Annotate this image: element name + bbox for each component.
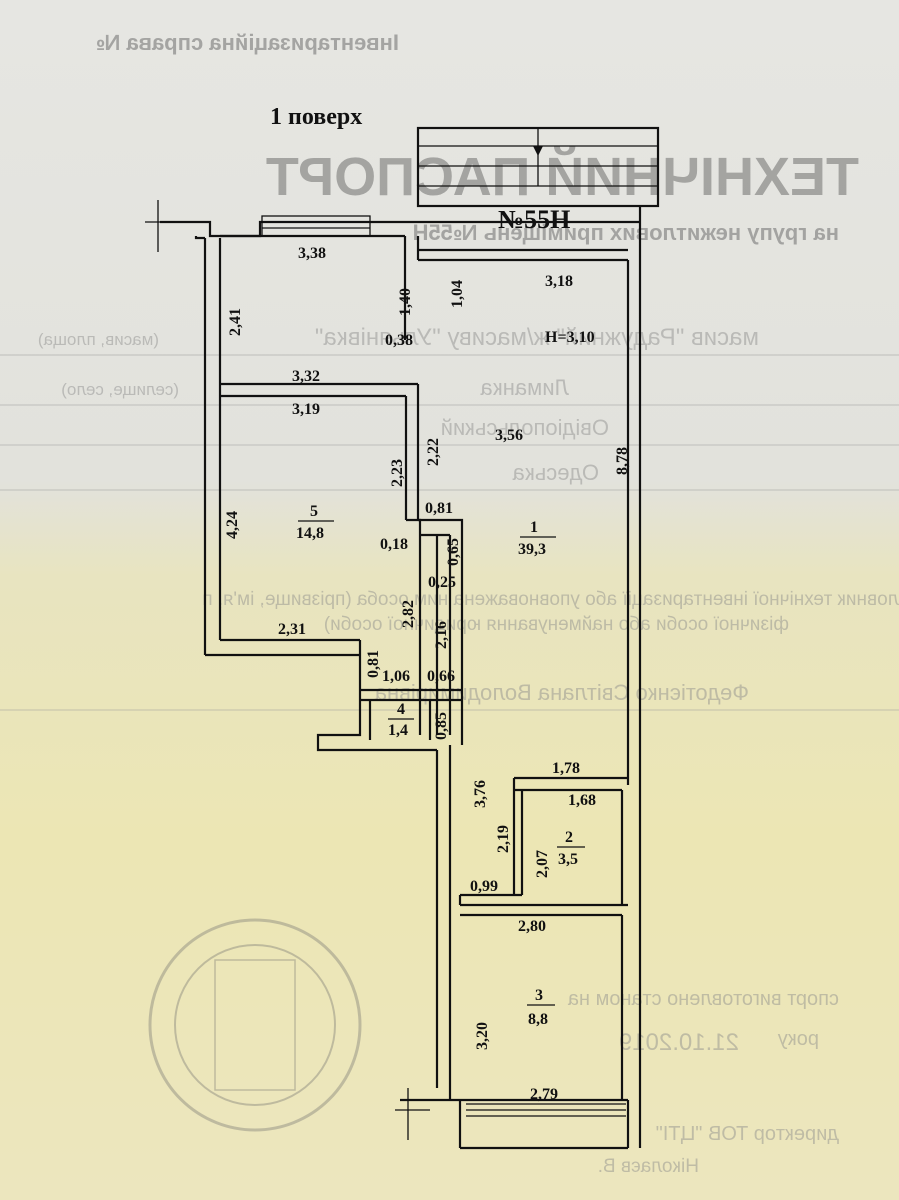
- dimension-label: 0,65: [445, 538, 462, 566]
- form-region-text: Одеська: [512, 460, 599, 485]
- room-label-3: 3 8,8: [527, 987, 555, 1028]
- official-seal-stamp: [148, 918, 362, 1132]
- dimension-labels-vertical: 1,40 1,04 2,41 2,23 2,22 8,78 4,24 0,65 …: [224, 280, 631, 1050]
- dimension-label: 1,40: [397, 288, 414, 316]
- dimension-label: 0,25: [428, 574, 456, 591]
- terrace-hatch: [416, 126, 660, 208]
- form-performer-line2: фізичної особи або найменування юридично…: [324, 614, 789, 635]
- dimension-label: 0,85: [433, 712, 450, 740]
- window-top-left: [261, 215, 371, 237]
- dimension-label: 1,78: [552, 760, 580, 777]
- dimension-label: 3,19: [292, 401, 320, 418]
- room-area: 14,8: [296, 525, 324, 542]
- dimension-label: 3,38: [298, 245, 326, 262]
- dimension-label: 0,81: [365, 650, 382, 678]
- dimension-label: 1,04: [449, 280, 466, 308]
- form-prepared-text: спорт виготовлено станом на: [567, 988, 839, 1010]
- dimension-label: 3,18: [545, 273, 573, 290]
- dimension-label: 3,20: [474, 1022, 491, 1050]
- dimension-label: 3,76: [472, 780, 489, 808]
- dimension-label: 0,99: [470, 878, 498, 895]
- room-number: 5: [310, 503, 318, 520]
- room-label-5: 5 14,8: [296, 503, 334, 542]
- dimension-label: 2,82: [400, 600, 417, 628]
- dimension-label: 0,18: [380, 536, 408, 553]
- form-district-text: Овідіопольський: [441, 415, 609, 440]
- floor-title: 1 поверх: [270, 104, 362, 130]
- form-subtitle-text: на групу нежитлових приміщень №55Н: [413, 220, 839, 245]
- room-area: 39,3: [518, 541, 546, 558]
- dimension-label: 1,68: [568, 792, 596, 809]
- dimension-label: 0,38: [385, 332, 413, 349]
- room-number: 1: [530, 519, 538, 536]
- room-number: 2: [565, 829, 573, 846]
- dimension-label: 8,78: [614, 447, 631, 475]
- form-date-text: 21.10.2019: [619, 1029, 739, 1056]
- room-label-2: 2 3,5: [557, 829, 585, 868]
- form-year-text: року: [778, 1028, 819, 1050]
- room-area: 8,8: [528, 1011, 548, 1028]
- dimension-label: 3,32: [292, 368, 320, 385]
- form-address-text: масив "Радужний" ж/масиву "Ульянівка": [315, 324, 759, 351]
- dimension-label: 2,07: [534, 850, 551, 878]
- form-locality-text: Лиманка: [480, 375, 569, 400]
- form-company-text: директор ТОВ "ЦТІ": [656, 1123, 839, 1145]
- dimension-label: 2,80: [518, 918, 546, 935]
- dimension-label: 2,41: [227, 308, 244, 336]
- dimension-label: 2,79: [530, 1086, 558, 1103]
- dimension-labels-horizontal: 3,38 3,18 0,38 3,32 3,19 3,56 0,81 0,18 …: [278, 245, 596, 1103]
- room-label-4: 4 1,4: [388, 701, 414, 739]
- room-area: 3,5: [558, 851, 578, 868]
- dimension-label: 4,24: [224, 511, 241, 539]
- ceiling-height: Н=3,10: [545, 329, 595, 346]
- dimension-label: 2,22: [425, 438, 442, 466]
- dimension-label: 3,56: [495, 427, 523, 444]
- form-locality-hint: (селище, село): [61, 380, 179, 399]
- axis-ticks: [145, 200, 430, 1140]
- window-bottom: [466, 1103, 626, 1117]
- dimension-label: 1,06: [382, 668, 410, 685]
- dimension-label: 2,31: [278, 621, 306, 638]
- dimension-label: 0,81: [425, 500, 453, 517]
- premises-number: №55Н: [498, 205, 570, 234]
- form-header-text: Інвентаризаційна справа №: [96, 30, 399, 55]
- dimension-label: 2,19: [495, 825, 512, 853]
- room-area: 1,4: [388, 722, 408, 739]
- form-signer-text: Ніколаєв В.: [598, 1156, 699, 1177]
- form-title-text: ТЕХНІЧНИЙ ПАСПОРТ: [266, 146, 859, 207]
- room-number: 4: [397, 701, 405, 718]
- dimension-label: 2,16: [433, 621, 450, 649]
- dimension-label: 0,66: [427, 668, 455, 685]
- form-address-hint: (масив, площа): [38, 330, 159, 349]
- interior-walls: [220, 236, 628, 1100]
- room-number: 3: [535, 987, 543, 1004]
- room-label-1: 1 39,3: [518, 519, 556, 558]
- dimension-label: 2,23: [389, 459, 406, 487]
- form-performer-line1: ловник технічної інвентаризації або упов…: [202, 589, 899, 610]
